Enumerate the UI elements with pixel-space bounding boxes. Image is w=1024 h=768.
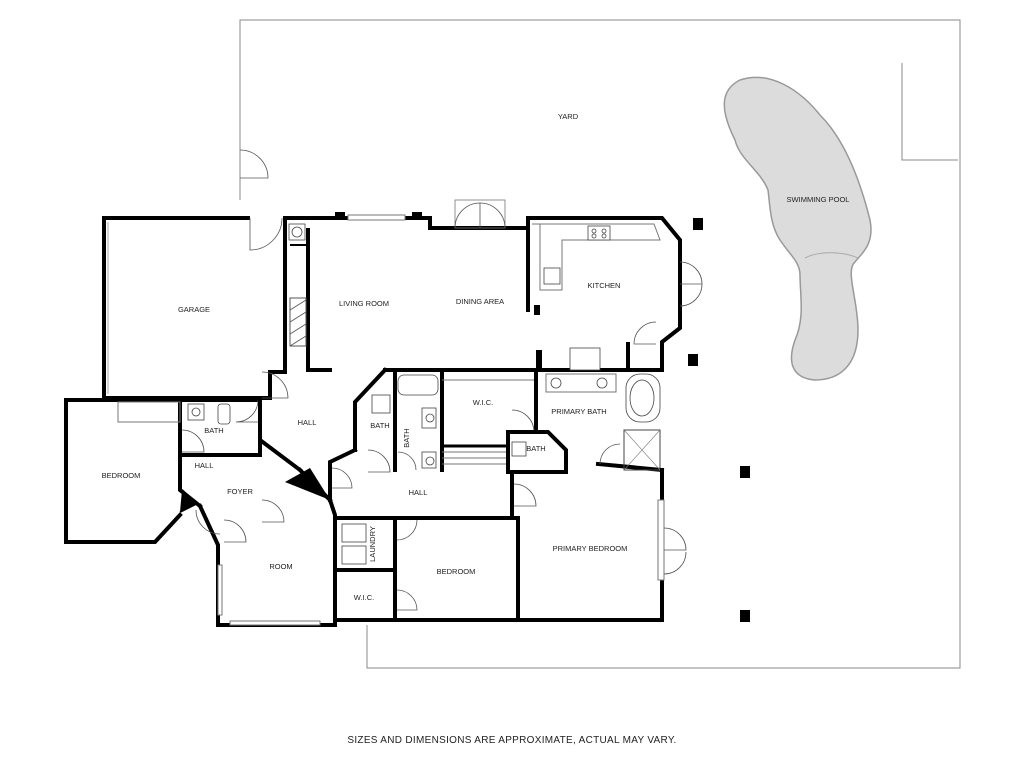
label-wic-lower: W.I.C. — [354, 593, 374, 602]
label-room: ROOM — [269, 562, 292, 571]
lower-walls — [328, 447, 687, 622]
label-living-room: LIVING ROOM — [339, 299, 389, 308]
label-laundry: LAUNDRY — [368, 526, 377, 562]
label-bedroom-center: BEDROOM — [437, 567, 476, 576]
label-hall-small: HALL — [195, 461, 214, 470]
label-dining-area: DINING AREA — [456, 297, 504, 306]
label-primary-bath: PRIMARY BATH — [551, 407, 606, 416]
label-bath-small: BATH — [526, 444, 545, 453]
house-walls — [283, 199, 682, 372]
label-bath-center-2: BATH — [402, 428, 411, 447]
label-yard: YARD — [558, 112, 579, 121]
room-labels: YARD SWIMMING POOL GARAGE LIVING ROOM DI… — [102, 112, 850, 602]
yard-boundary — [239, 19, 961, 669]
label-hall-lower: HALL — [409, 488, 428, 497]
label-garage: GARAGE — [178, 305, 210, 314]
label-bedroom-left: BEDROOM — [102, 471, 141, 480]
center-core-walls — [353, 347, 665, 474]
label-swimming-pool: SWIMMING POOL — [787, 195, 850, 204]
label-wic-center: W.I.C. — [473, 398, 493, 407]
label-kitchen: KITCHEN — [588, 281, 621, 290]
label-hall-main: HALL — [298, 418, 317, 427]
label-primary-bedroom: PRIMARY BEDROOM — [553, 544, 628, 553]
left-wing-walls — [64, 371, 337, 627]
disclaimer-text: SIZES AND DIMENSIONS ARE APPROXIMATE, AC… — [347, 735, 677, 746]
label-foyer: FOYER — [227, 487, 253, 496]
patio-posts — [335, 212, 750, 622]
swimming-pool — [723, 76, 872, 381]
label-bath-left: BATH — [204, 426, 223, 435]
kitchen-fixtures — [532, 223, 703, 372]
label-bath-center-1: BATH — [370, 421, 389, 430]
